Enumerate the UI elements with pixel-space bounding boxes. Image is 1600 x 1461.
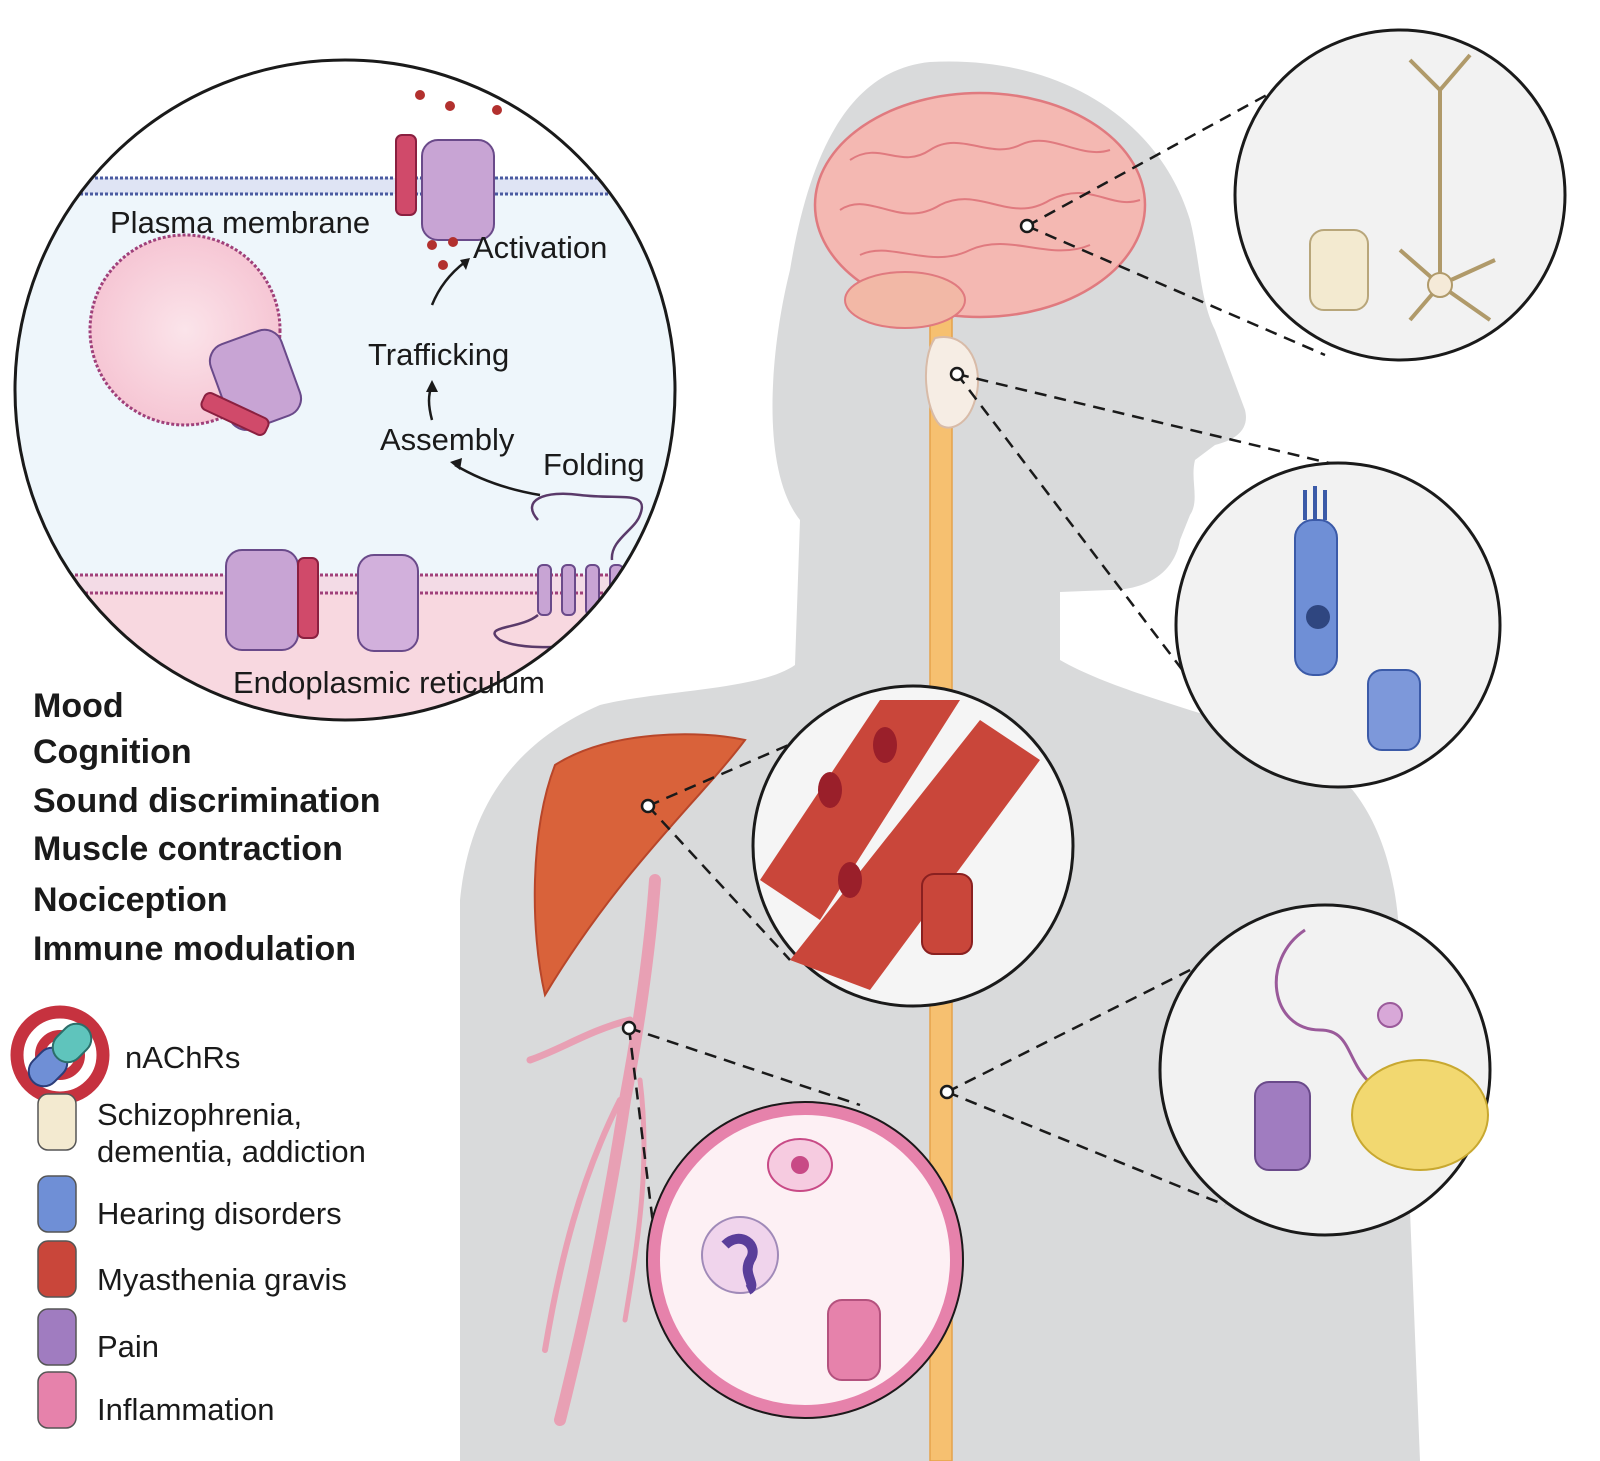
label-assembly: Assembly <box>380 422 515 457</box>
function-item: Mood <box>33 687 124 725</box>
muscle-fiber-detail-circle <box>751 684 1075 1008</box>
function-item: Nociception <box>33 881 228 919</box>
legend-label: Myasthenia gravis <box>97 1262 347 1297</box>
function-item: Muscle contraction <box>33 830 343 868</box>
legend-label: Pain <box>97 1329 159 1364</box>
blood-vessels <box>526 874 661 1426</box>
function-item: Sound discrimination <box>33 782 381 820</box>
hair-cell-detail-circle <box>1174 461 1502 789</box>
muscle-illustration <box>533 733 747 998</box>
legend-label: dementia, addiction <box>97 1134 366 1169</box>
label-folding: Folding <box>543 447 645 482</box>
label-activation: Activation <box>473 230 607 265</box>
receptor-icon-myasthenia <box>37 1240 77 1298</box>
connector-lines <box>627 83 1351 1241</box>
legend: nAChRs Schizophrenia, dementia, addictio… <box>10 1005 366 1429</box>
receptor-icon-schizophrenia <box>37 1093 77 1151</box>
brain-illustration <box>813 91 1147 329</box>
vessel-detail-circle <box>646 1101 964 1419</box>
ear-illustration <box>924 335 980 429</box>
functions-list: Mood Cognition Sound discrimination Musc… <box>33 687 381 968</box>
anchor-points <box>621 218 1035 1100</box>
legend-drug-label: nAChRs <box>125 1040 240 1075</box>
biogenesis-inset: Plasma membrane Activation Trafficking A… <box>13 58 677 722</box>
function-item: Immune modulation <box>33 930 356 968</box>
label-plasma-membrane: Plasma membrane <box>110 205 370 240</box>
function-item: Cognition <box>33 733 192 771</box>
legend-label: Hearing disorders <box>97 1196 342 1231</box>
legend-label: Schizophrenia, <box>97 1097 302 1132</box>
neuron-detail-circle <box>1233 28 1567 362</box>
drug-target-icon <box>10 1005 110 1105</box>
receptor-icon-inflammation <box>37 1371 77 1429</box>
label-trafficking: Trafficking <box>368 337 509 372</box>
label-endoplasmic-reticulum: Endoplasmic reticulum <box>233 665 545 700</box>
receptor-icon-pain <box>37 1308 77 1366</box>
pain-detail-circle <box>1158 903 1492 1237</box>
legend-label: Inflammation <box>97 1392 274 1427</box>
receptor-icon-hearing <box>37 1175 77 1233</box>
